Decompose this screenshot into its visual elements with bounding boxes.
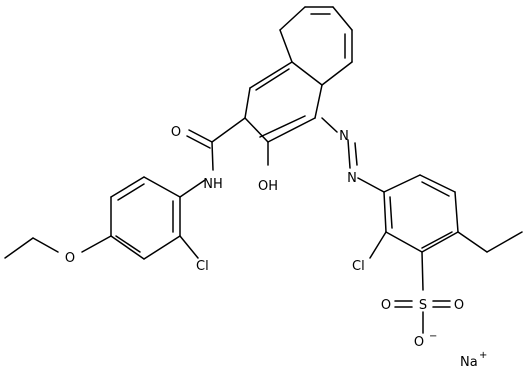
sulfonate-charge-label: −: [429, 331, 437, 342]
naphthalene-lower-ring: [244, 61, 323, 143]
left-phenyl-ring: [4, 176, 199, 260]
right-phenyl-ring: [369, 174, 523, 334]
azo-linkage: [267, 117, 385, 193]
chloro-left-label: Cl: [196, 259, 209, 274]
hydroxyl-label: OH: [258, 179, 278, 194]
azo-nitrogen-2-label: N: [347, 171, 357, 186]
azo-nitrogen-1-label: N: [339, 129, 349, 144]
naphthalene-upper-ring: [279, 6, 353, 86]
sodium-label: Na: [460, 355, 478, 370]
ether-oxygen-label: O: [65, 251, 75, 266]
sulfonate-oxygen-label: O: [414, 335, 424, 350]
sulfonyl-oxygen-right-label: O: [454, 298, 464, 313]
sulfur-label: S: [419, 298, 427, 313]
sodium-charge-label: +: [479, 350, 487, 361]
amide-group: [179, 117, 246, 198]
sulfonyl-oxygen-left-label: O: [381, 298, 391, 313]
amide-oxygen-label: O: [171, 125, 181, 140]
amide-nh-label: NH: [203, 177, 223, 192]
atom-labels: O NH OH N N Cl O Cl S O O O − Na +: [65, 125, 488, 370]
chloro-right-label: Cl: [352, 259, 365, 274]
